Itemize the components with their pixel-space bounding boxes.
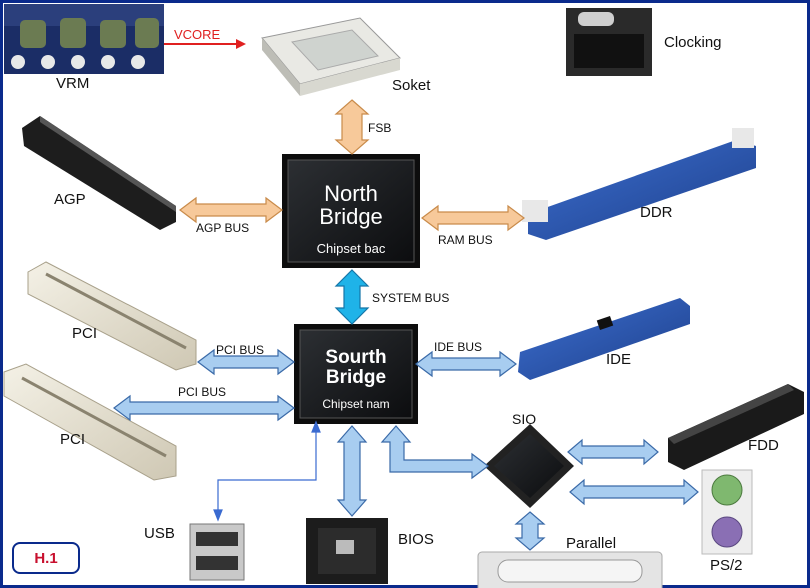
pci-top-label: PCI (72, 325, 98, 342)
fsb-arrow (334, 99, 370, 155)
socket-image (261, 17, 401, 96)
ps2-bus-arrow (569, 478, 699, 506)
pci-bus-bottom-label: PCI BUS (178, 385, 227, 399)
fdd-bus-arrow (567, 438, 659, 466)
clocking-image (566, 8, 652, 76)
pci-bottom-label: PCI (60, 431, 86, 448)
figure-tag: H.1 (12, 542, 80, 574)
north-bridge-title: North Bridge (290, 182, 412, 228)
vrm-label: VRM (56, 75, 90, 92)
agp-slot-image (22, 116, 176, 230)
ps2-ports-image (701, 469, 753, 555)
sio-bus-arrow (380, 425, 489, 480)
bios-chip-image (306, 518, 388, 584)
ide-bus-label: IDE BUS (434, 340, 483, 354)
system-bus-arrow (334, 269, 370, 325)
fsb-label: FSB (368, 121, 392, 135)
ddr-label: DDR (640, 204, 673, 221)
south-bridge-line1: Sourth (325, 347, 387, 368)
agp-bus-label: AGP BUS (196, 221, 250, 235)
ide-connector-image (518, 298, 690, 380)
agp-bus-arrow (179, 196, 283, 224)
north-bridge-line2: Bridge (319, 204, 383, 230)
usb-bus-line (213, 420, 321, 522)
ide-label: IDE (606, 351, 632, 368)
south-bridge-chip (294, 324, 418, 424)
pci-slot-bottom-image (3, 363, 177, 481)
usb-ports-image (189, 523, 245, 581)
sio-chip-image (484, 424, 574, 508)
south-bridge-title: Sourth Bridge (302, 348, 410, 388)
ram-bus-label: RAM BUS (438, 233, 493, 247)
agp-label: AGP (54, 191, 86, 208)
parallel-label: Parallel (566, 535, 617, 552)
north-bridge-sub: Chipset bac (316, 241, 386, 256)
north-bridge-chip (282, 154, 420, 268)
ide-bus-arrow (415, 350, 517, 378)
bios-label: BIOS (398, 531, 434, 548)
north-bridge-line1: North (324, 181, 378, 206)
south-bridge-sub: Chipset nam (322, 397, 390, 411)
ps2-label: PS/2 (710, 557, 743, 574)
bios-bus-arrow (336, 425, 368, 517)
fdd-label: FDD (748, 437, 779, 454)
vcore-arrow (164, 39, 246, 49)
sio-label: SIO (512, 411, 537, 427)
parallel-port-image (477, 551, 663, 588)
system-bus-label: SYSTEM BUS (372, 291, 450, 305)
ddr-slot-image (522, 128, 756, 240)
ram-bus-arrow (421, 204, 525, 232)
socket-label: Soket (392, 77, 431, 94)
parallel-bus-arrow (514, 511, 546, 551)
south-bridge-line2: Bridge (325, 366, 387, 388)
pci-bus-top-label: PCI BUS (216, 343, 265, 357)
fdd-connector-image (668, 384, 804, 470)
vcore-label: VCORE (174, 27, 221, 42)
usb-label: USB (144, 525, 175, 542)
pci-slot-top-image (27, 261, 197, 371)
pci-bus-top-arrow (197, 348, 295, 376)
vrm-image (4, 4, 164, 74)
clocking-label: Clocking (664, 34, 722, 51)
pci-bus-bottom-arrow (113, 394, 295, 422)
